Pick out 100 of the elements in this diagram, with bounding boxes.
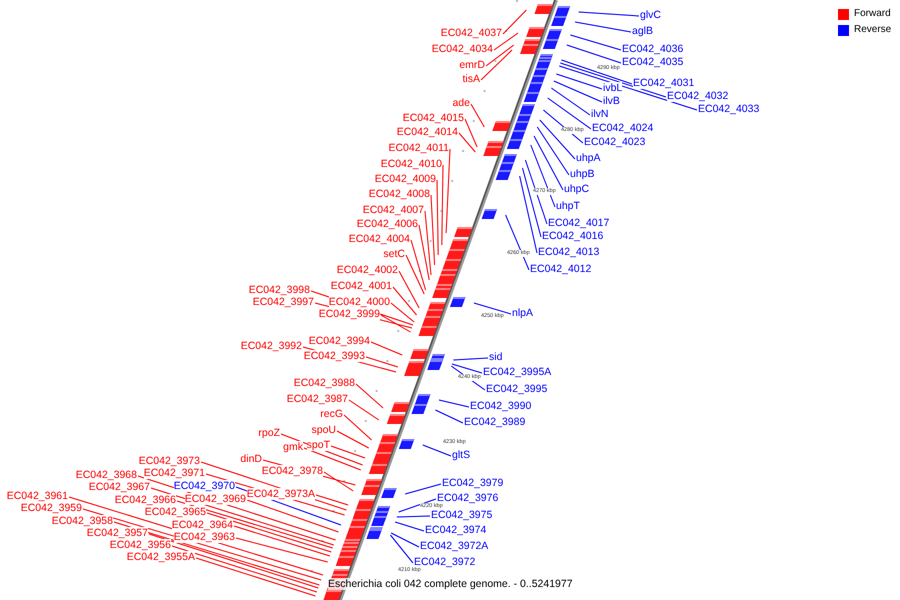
leader-line xyxy=(366,356,398,368)
gene-label: EC042_4024 xyxy=(592,122,654,134)
leader-line xyxy=(566,44,622,64)
leader-line xyxy=(553,80,602,102)
leader-line xyxy=(524,160,548,224)
leader-line xyxy=(396,516,430,518)
leader-line xyxy=(390,534,414,564)
leader-line xyxy=(114,522,320,586)
gene-label: EC042_3995 xyxy=(486,383,548,395)
gene-label: tisA xyxy=(462,73,480,85)
gene-label: EC042_4013 xyxy=(538,246,600,258)
gene-label: EC042_3969 xyxy=(184,493,246,505)
leader-line xyxy=(236,538,328,562)
gene-label: gmk xyxy=(283,441,303,453)
gene-label: EC042_3987 xyxy=(286,393,348,405)
leader-line xyxy=(390,532,420,548)
leader-line xyxy=(246,500,339,532)
leader-line xyxy=(560,62,666,98)
leader-line xyxy=(539,120,576,160)
gene-label: ade xyxy=(452,97,470,109)
leader-line xyxy=(150,488,334,546)
leader-line xyxy=(452,358,488,360)
gene-label: EC042_4031 xyxy=(633,77,694,89)
gene-label: EC042_3973A xyxy=(246,488,315,500)
gene-label: ivbL xyxy=(603,82,622,94)
leader-line xyxy=(438,400,470,408)
gene-label: nlpA xyxy=(512,307,534,319)
gene-label: gltS xyxy=(452,449,470,461)
leader-line xyxy=(560,60,632,84)
leader-line xyxy=(558,66,698,110)
gene-label: EC042_4008 xyxy=(368,188,430,200)
gene-label: aglB xyxy=(632,25,654,37)
leader-line xyxy=(522,168,542,238)
gene-label: EC042_4037 xyxy=(440,27,502,39)
leader-line xyxy=(196,558,316,596)
gene-label: uhpT xyxy=(556,200,580,212)
gene-label: emrD xyxy=(459,59,485,71)
gene-label: uhpA xyxy=(576,152,601,164)
leader-line xyxy=(570,34,622,50)
gene-label: EC042_3990 xyxy=(470,400,532,412)
gene-label: EC042_3959 xyxy=(20,502,82,514)
gene-label: spoT xyxy=(306,439,330,451)
gene-label: EC042_3975 xyxy=(431,509,492,521)
leader-line xyxy=(330,446,366,458)
gene-label: spoU xyxy=(311,424,336,436)
gene-label: EC042_4035 xyxy=(622,56,684,68)
gene-label: EC042_3957 xyxy=(86,527,148,539)
leader-line xyxy=(380,314,411,332)
gene-label: EC042_4016 xyxy=(542,230,604,242)
caption: Escherichia coli 042 complete genome. - 0..5241977 xyxy=(328,578,573,590)
leader-line xyxy=(550,88,590,116)
gene-label: ilvN xyxy=(591,108,608,120)
gene-label: EC042_3973 xyxy=(138,455,200,467)
gene-label: EC042_3988 xyxy=(294,377,355,389)
gene-label: EC042_4011 xyxy=(388,142,449,154)
leader-line xyxy=(464,118,478,148)
leader-line xyxy=(406,254,425,294)
gene-label: EC042_3968 xyxy=(76,469,137,481)
gene-label: EC042_3974 xyxy=(425,524,486,536)
gene-label: EC042_4032 xyxy=(667,90,728,102)
gene-label: EC042_4009 xyxy=(374,173,436,185)
leader-line xyxy=(234,526,330,556)
gene-label: EC042_3970 xyxy=(174,480,235,492)
leader-line xyxy=(392,286,418,316)
gene-label: EC042_3994 xyxy=(308,335,370,347)
gene-label: rpoZ xyxy=(258,427,280,439)
gene-label: EC042_4034 xyxy=(432,43,493,55)
leader-line xyxy=(519,176,538,254)
gene-label: EC042_4001 xyxy=(330,280,392,292)
gene-label: EC042_3955A xyxy=(126,551,195,563)
leader-line xyxy=(148,534,319,588)
gene-label: EC042_3964 xyxy=(172,519,233,531)
leader-line xyxy=(344,414,372,440)
leader-line xyxy=(398,498,436,512)
leader-line xyxy=(556,74,602,90)
gene-label: EC042_3966 xyxy=(114,494,176,506)
gene-label: EC042_4014 xyxy=(396,126,458,138)
leader-line xyxy=(486,44,514,66)
leader-line xyxy=(450,366,486,390)
gene-label: recG xyxy=(320,408,343,420)
gene-label: dinD xyxy=(240,453,262,465)
leader-line xyxy=(280,434,364,466)
gene-label: EC042_3958 xyxy=(52,515,113,527)
gene-label: EC042_4015 xyxy=(402,112,464,124)
leader-line xyxy=(390,302,415,322)
leader-line xyxy=(534,136,564,190)
gene-label: EC042_4007 xyxy=(362,204,424,216)
leader-line xyxy=(418,224,430,280)
leader-line xyxy=(505,214,530,270)
leader-line xyxy=(473,302,512,314)
gene-label: EC042_3965 xyxy=(144,506,206,518)
gene-label: uhpC xyxy=(564,183,590,195)
gene-label: EC042_3963 xyxy=(174,531,235,543)
gene-label: EC042_4017 xyxy=(548,217,610,229)
gene-label: EC042_3999 xyxy=(318,308,380,320)
gene-label: EC042_3992 xyxy=(240,340,302,352)
leader-line xyxy=(316,494,349,506)
gene-label: EC042_3972A xyxy=(420,540,488,552)
leader-line xyxy=(430,194,436,266)
leader-line xyxy=(441,164,444,246)
